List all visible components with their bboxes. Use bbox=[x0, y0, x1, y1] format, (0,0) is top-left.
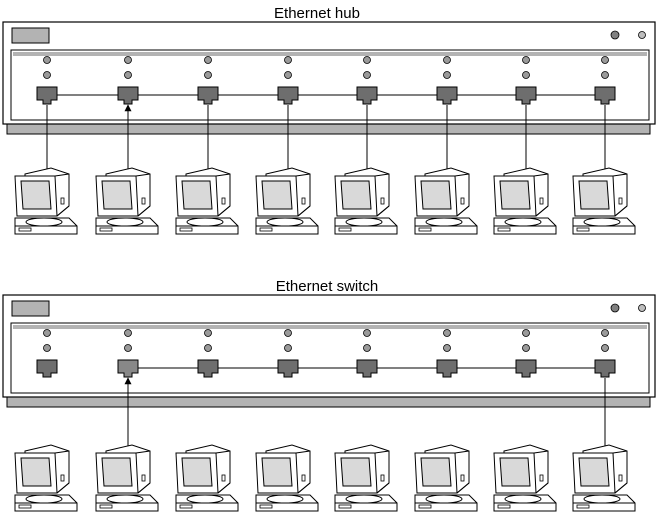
screen bbox=[181, 180, 213, 210]
led-icon bbox=[124, 344, 132, 352]
screen bbox=[340, 457, 372, 487]
screen bbox=[20, 180, 52, 210]
screen bbox=[261, 180, 293, 210]
desktop-computer-icon bbox=[334, 167, 398, 235]
ethernet-port-icon bbox=[436, 86, 458, 105]
ethernet-port-icon bbox=[515, 86, 537, 105]
ethernet-port-icon bbox=[356, 359, 378, 378]
ethernet-port-icon bbox=[515, 359, 537, 378]
ethernet-port-icon bbox=[277, 359, 299, 378]
led-icon bbox=[204, 344, 212, 352]
desktop-computer-icon bbox=[175, 444, 239, 512]
desktop-computer-icon bbox=[493, 444, 557, 512]
desktop-computer-icon bbox=[14, 167, 78, 235]
led-icon bbox=[284, 56, 292, 64]
desktop-computer-icon bbox=[95, 444, 159, 512]
ethernet-port-icon bbox=[36, 359, 58, 378]
screen bbox=[499, 180, 531, 210]
screen bbox=[578, 457, 610, 487]
screen bbox=[578, 180, 610, 210]
screen bbox=[420, 180, 452, 210]
led-icon bbox=[601, 329, 609, 337]
led-icon bbox=[204, 56, 212, 64]
ethernet-port-icon bbox=[36, 86, 58, 105]
led-icon bbox=[124, 329, 132, 337]
ethernet-port-icon bbox=[356, 86, 378, 105]
ethernet-port-icon bbox=[436, 359, 458, 378]
desktop-computer-icon bbox=[414, 444, 478, 512]
desktop-computer-icon bbox=[175, 167, 239, 235]
desktop-computer-icon bbox=[572, 444, 636, 512]
ethernet-port-icon bbox=[277, 86, 299, 105]
device-label-plate bbox=[11, 27, 50, 44]
ethernet-port-icon bbox=[117, 359, 139, 378]
status-indicator-icon bbox=[638, 304, 646, 312]
front-panel bbox=[10, 322, 650, 394]
led-icon bbox=[601, 71, 609, 79]
led-icon bbox=[363, 329, 371, 337]
power-indicator-icon bbox=[610, 303, 620, 313]
led-icon bbox=[522, 344, 530, 352]
led-icon bbox=[443, 71, 451, 79]
desktop-computer-icon bbox=[334, 444, 398, 512]
led-icon bbox=[601, 56, 609, 64]
desktop-computer-icon bbox=[493, 167, 557, 235]
led-icon bbox=[204, 71, 212, 79]
led-icon bbox=[284, 344, 292, 352]
power-indicator-icon bbox=[610, 30, 620, 40]
desktop-computer-icon bbox=[14, 444, 78, 512]
screen bbox=[101, 180, 133, 210]
ethernet-switch-diagram bbox=[2, 294, 656, 512]
screen bbox=[340, 180, 372, 210]
screen bbox=[181, 457, 213, 487]
led-icon bbox=[522, 56, 530, 64]
led-icon bbox=[601, 344, 609, 352]
led-icon bbox=[443, 56, 451, 64]
ethernet-port-icon bbox=[197, 359, 219, 378]
led-icon bbox=[43, 71, 51, 79]
ethernet-port-icon bbox=[117, 86, 139, 105]
desktop-computer-icon bbox=[414, 167, 478, 235]
led-icon bbox=[363, 56, 371, 64]
screen bbox=[20, 457, 52, 487]
led-icon bbox=[363, 71, 371, 79]
hub-title: Ethernet hub bbox=[274, 5, 360, 22]
led-icon bbox=[522, 71, 530, 79]
front-panel bbox=[10, 49, 650, 121]
led-icon bbox=[43, 56, 51, 64]
status-indicator-icon bbox=[638, 31, 646, 39]
led-icon bbox=[284, 71, 292, 79]
led-icon bbox=[443, 344, 451, 352]
screen bbox=[261, 457, 293, 487]
led-icon bbox=[204, 329, 212, 337]
ethernet-port-icon bbox=[594, 359, 616, 378]
ethernet-port-icon bbox=[594, 86, 616, 105]
ethernet-port-icon bbox=[197, 86, 219, 105]
led-icon bbox=[43, 344, 51, 352]
desktop-computer-icon bbox=[95, 167, 159, 235]
screen bbox=[499, 457, 531, 487]
led-icon bbox=[443, 329, 451, 337]
led-icon bbox=[284, 329, 292, 337]
screen bbox=[101, 457, 133, 487]
device-label-plate bbox=[11, 300, 50, 317]
screen bbox=[420, 457, 452, 487]
led-icon bbox=[522, 329, 530, 337]
desktop-computer-icon bbox=[572, 167, 636, 235]
switch-title: Ethernet switch bbox=[276, 278, 379, 295]
led-icon bbox=[363, 344, 371, 352]
led-icon bbox=[124, 56, 132, 64]
desktop-computer-icon bbox=[255, 167, 319, 235]
ethernet-hub-diagram bbox=[2, 21, 656, 235]
led-icon bbox=[124, 71, 132, 79]
desktop-computer-icon bbox=[255, 444, 319, 512]
led-icon bbox=[43, 329, 51, 337]
